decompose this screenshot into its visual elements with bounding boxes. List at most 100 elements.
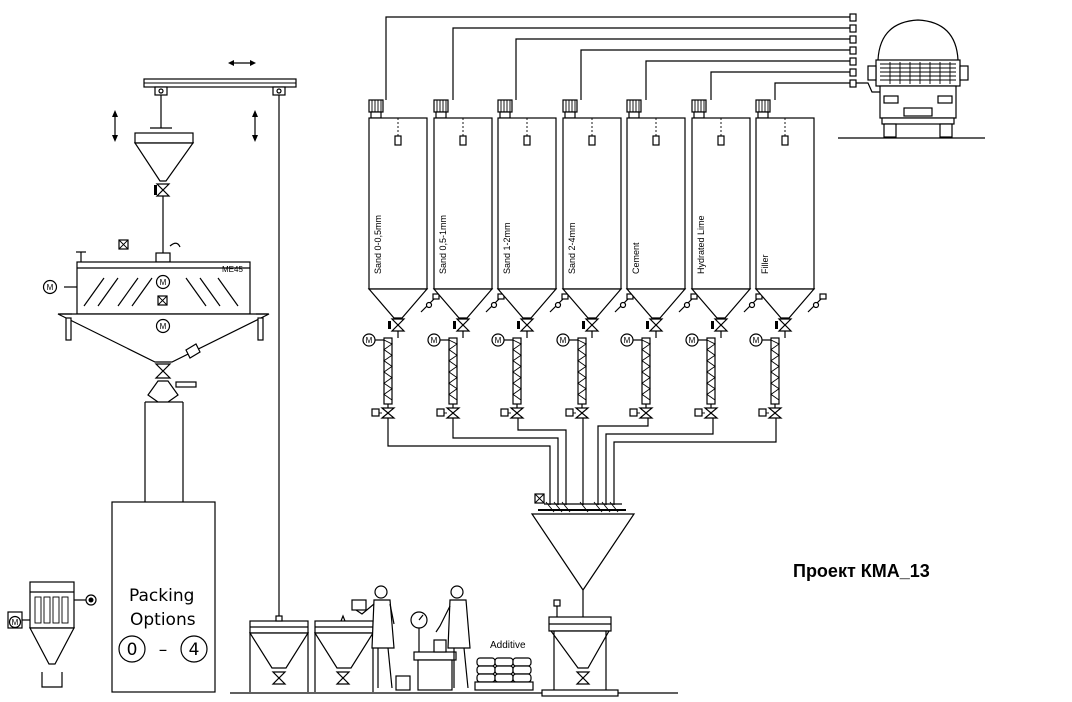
silo-aerator	[678, 293, 698, 313]
weigh-hopper	[530, 513, 636, 592]
silo-screw-motor: M	[620, 333, 642, 347]
silo-level-probe	[459, 135, 467, 146]
silo-screw-conveyor	[512, 331, 528, 408]
project-title: Проект КМА_13	[793, 561, 930, 581]
silo-aerator	[614, 293, 634, 313]
weighing-scale	[410, 611, 457, 691]
small-hopper-1	[248, 615, 310, 692]
silo-label: Sand 2-4mm	[567, 222, 577, 274]
silo-outlet-valve	[711, 318, 729, 332]
silo-level-probe	[523, 135, 531, 146]
silo-bottom-valve	[758, 407, 783, 419]
silo-body	[433, 117, 493, 290]
silo-aerator	[549, 293, 569, 313]
small-hopper-2	[313, 614, 375, 692]
vertical-travel-arrow-icon	[112, 110, 258, 142]
silo-outlet-valve	[646, 318, 664, 332]
motor-label: M	[366, 336, 373, 345]
motor-label: M	[160, 278, 167, 287]
silo-level-probe	[781, 135, 789, 146]
silo-outlet-valve	[775, 318, 793, 332]
operator-figure-left	[351, 585, 411, 691]
silo-filter-unit	[497, 99, 513, 119]
silo-screw-conveyor	[577, 331, 593, 408]
option-from-circle	[118, 635, 146, 663]
horizontal-travel-arrow-icon	[228, 60, 256, 66]
silo-body	[755, 117, 815, 290]
silo-bottom-valve	[371, 407, 396, 419]
option-to-circle	[180, 635, 208, 663]
silo-screw-motor: M	[749, 333, 771, 347]
packing-option-to: 4	[189, 640, 200, 660]
motor-label: M	[624, 336, 631, 345]
silo-screw-motor: M	[362, 333, 384, 347]
operator-figure-right	[435, 585, 471, 689]
silo-filter-unit	[562, 99, 578, 119]
mixer	[57, 239, 270, 363]
silo-cone	[754, 288, 816, 319]
motor-label: M	[160, 322, 167, 331]
motor-symbol-mixer-bottom: M	[155, 318, 171, 334]
silo-screw-conveyor	[641, 331, 657, 408]
silo-outlet-valve	[517, 318, 535, 332]
overhead-crane	[143, 78, 297, 616]
silo-aerator	[420, 293, 440, 313]
main-product-hopper	[541, 590, 619, 697]
silo-screw-conveyor	[448, 331, 464, 408]
silo-filter-unit	[433, 99, 449, 119]
additive-label: Additive	[490, 640, 526, 651]
motor-label: M	[47, 283, 54, 292]
collector-pipes	[387, 418, 777, 513]
motor-symbol-mixer-top: M	[155, 274, 171, 290]
silo-cone	[432, 288, 494, 319]
silo-cone	[496, 288, 558, 319]
silo-outlet-valve	[388, 318, 406, 332]
silo-body	[626, 117, 686, 290]
motor-label: M	[753, 336, 760, 345]
silo-screw-motor: M	[491, 333, 513, 347]
mixer-label: ME45	[222, 265, 243, 274]
silo-bottom-valve	[500, 407, 525, 419]
silo-filter-unit	[691, 99, 707, 119]
silo-label: Hydrated Lime	[696, 215, 706, 274]
silo-screw-conveyor	[383, 331, 399, 408]
packing-label-line1: Packing	[129, 586, 194, 606]
silo-bottom-valve	[694, 407, 719, 419]
silo-cone	[690, 288, 752, 319]
mixer-discharge-valve	[144, 363, 197, 502]
silo-aerator	[485, 293, 505, 313]
silo-aerator	[743, 293, 763, 313]
silo-level-probe	[717, 135, 725, 146]
silo-screw-conveyor	[706, 331, 722, 408]
motor-label: M	[12, 618, 19, 627]
silo-aerator	[807, 293, 827, 313]
silo-level-probe	[588, 135, 596, 146]
silo-filter-unit	[755, 99, 771, 119]
silo-label: Sand 0,5-1mm	[438, 215, 448, 274]
silo-tanker-truck	[838, 19, 985, 139]
silo-screw-motor: M	[556, 333, 578, 347]
silo-body	[368, 117, 428, 290]
motor-symbol-mixer-side: M	[42, 279, 58, 295]
silo-cone	[625, 288, 687, 319]
motor-label: M	[431, 336, 438, 345]
motor-label: M	[689, 336, 696, 345]
silo-filter-unit	[368, 99, 384, 119]
silo-label: Sand 1-2mm	[502, 222, 512, 274]
silo-outlet-valve	[453, 318, 471, 332]
dust-filter	[7, 581, 97, 688]
additive-bag-stack	[474, 657, 534, 691]
silo-level-probe	[394, 135, 402, 146]
motor-symbol-filter: M	[8, 615, 22, 629]
packing-options-box	[111, 501, 216, 693]
packing-option-dash: –	[159, 640, 168, 660]
packing-label-line2: Options	[130, 610, 196, 630]
silo-cone	[561, 288, 623, 319]
